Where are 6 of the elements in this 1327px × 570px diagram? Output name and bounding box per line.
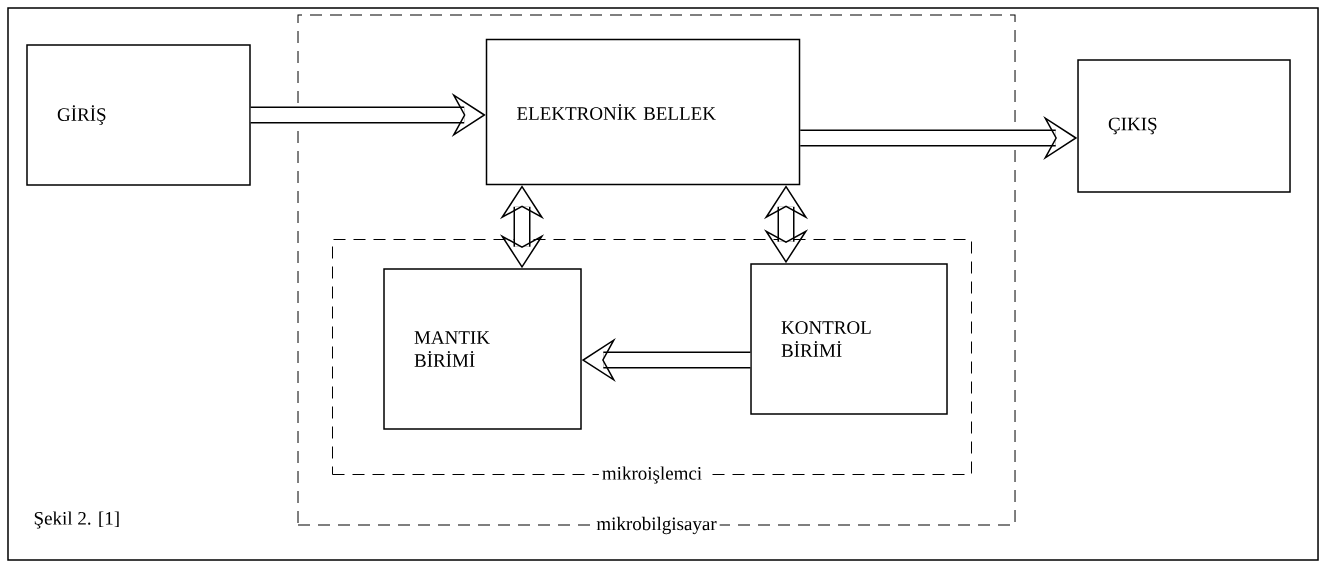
process-box: ÇIKIŞ — [1077, 59, 1291, 193]
process-box: GİRİŞ — [26, 44, 251, 186]
figure-caption: Şekil 2. [1] — [34, 511, 119, 529]
process-box: MANTIK BİRİMİ — [383, 268, 582, 430]
process-box: KONTROL BİRİMİ — [750, 263, 948, 415]
process-box: ELEKTRONİK BELLEK — [485, 38, 801, 186]
